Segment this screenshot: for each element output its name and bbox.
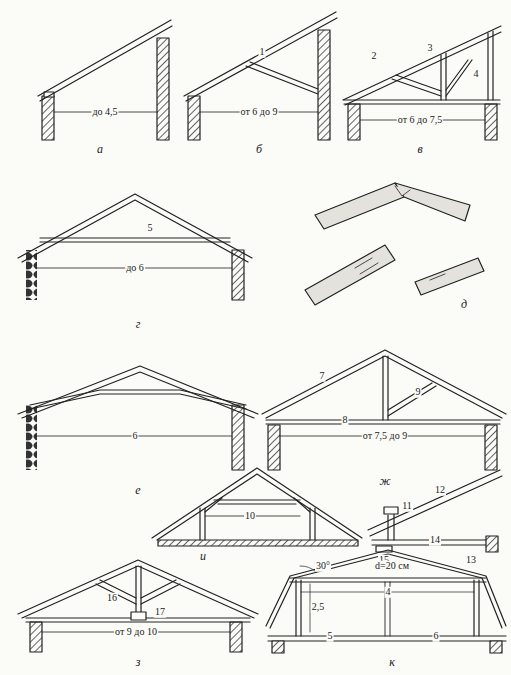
- callout-label: 11: [401, 501, 413, 512]
- callout-label: от 9 до 10: [114, 627, 158, 638]
- callout-label: 5: [147, 223, 154, 234]
- callout-label: 10: [244, 511, 256, 522]
- callout-label: от 6 до 7,5: [397, 115, 443, 126]
- callout-label: 30°: [315, 561, 331, 572]
- callout-label: 12: [434, 485, 446, 496]
- figure-letter: а: [96, 143, 104, 156]
- king-post-truss-z: [18, 560, 258, 652]
- callout-label: 7: [319, 371, 326, 382]
- callout-label: 4: [473, 69, 480, 80]
- callout-label: 9: [415, 387, 422, 398]
- rafter-support-detail: [368, 470, 502, 552]
- callout-label: 14: [429, 535, 441, 546]
- mansard-frame-k: [266, 550, 506, 653]
- callout-label: 13: [465, 555, 477, 566]
- figure-letter: е: [134, 484, 141, 497]
- gable-rafters-post-zh: [262, 350, 506, 470]
- callout-label: 1: [259, 47, 266, 58]
- callout-label: 6: [433, 631, 440, 642]
- figure-letter: и: [199, 550, 207, 563]
- callout-label: 3: [427, 43, 434, 54]
- lean-to-rafter-a: [38, 20, 172, 140]
- callout-label: до 4,5: [91, 107, 118, 118]
- figure-letter: д: [460, 298, 468, 311]
- callout-label: 8: [342, 415, 349, 426]
- figure-letter: к: [388, 656, 396, 669]
- callout-label: 2,5: [311, 602, 326, 613]
- callout-label: 5: [327, 631, 334, 642]
- figure-letter: з: [135, 656, 142, 669]
- figure-letter: б: [255, 143, 263, 156]
- gable-rafters-collar-e: [18, 366, 258, 470]
- callout-label: d=20 см: [374, 561, 410, 572]
- callout-label: 16: [106, 593, 118, 604]
- figure-letter: ж: [378, 475, 391, 488]
- timber-joints-detail: [305, 183, 484, 305]
- callout-label: 4: [385, 587, 392, 598]
- lean-to-rafter-strut-b: [184, 12, 337, 140]
- callout-label: от 7,5 до 9: [362, 431, 408, 442]
- attic-truss-i: [152, 468, 362, 546]
- callout-label: от 6 до 9: [240, 107, 279, 118]
- figure-letter: г: [135, 318, 142, 331]
- callout-label: 6: [132, 431, 139, 442]
- figure-letter: в: [416, 143, 423, 156]
- truss-with-posts-c: [343, 26, 501, 140]
- callout-label: до 6: [125, 263, 145, 274]
- callout-label: 2: [371, 51, 378, 62]
- gable-rafters-d: [18, 194, 252, 300]
- callout-label: 17: [154, 607, 166, 618]
